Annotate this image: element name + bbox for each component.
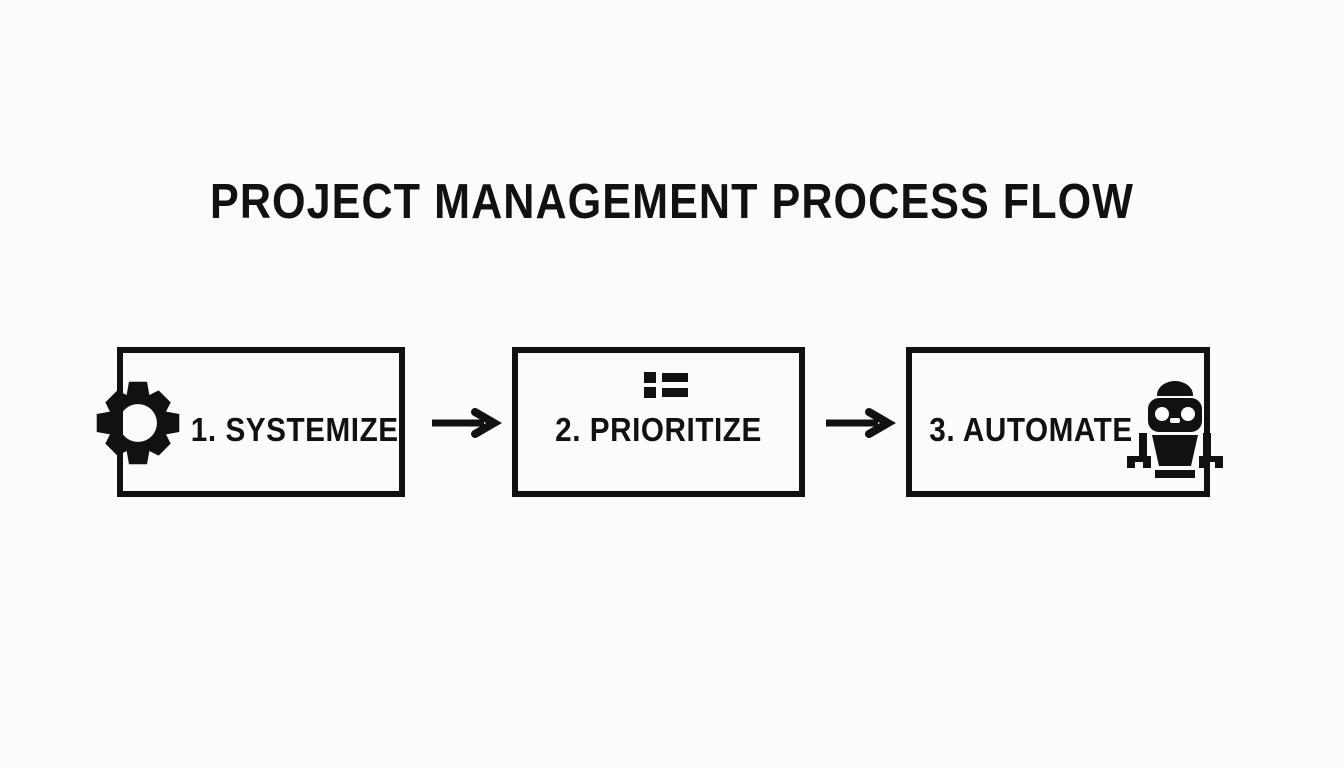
- step-box-prioritize[interactable]: 2. PRIORITIZE: [512, 347, 805, 497]
- process-flow-diagram: 1. SYSTEMIZE: [0, 347, 1344, 497]
- step-label-prioritize: 2. PRIORITIZE: [555, 411, 762, 448]
- gear-icon: [95, 380, 181, 466]
- page-title: PROJECT MANAGEMENT PROCESS FLOW: [210, 175, 1134, 229]
- step-box-automate[interactable]: 3. AUTOMATE: [906, 347, 1223, 497]
- arrow-right-icon-2: [826, 408, 896, 438]
- step-label-systemize: 1. SYSTEMIZE: [190, 411, 399, 448]
- step-label-automate: 3. AUTOMATE: [929, 411, 1133, 448]
- arrow-right-icon-1: [432, 408, 502, 438]
- step-box-systemize[interactable]: 1. SYSTEMIZE: [117, 347, 405, 497]
- robot-icon: [1127, 378, 1223, 479]
- list-icon: [644, 371, 688, 399]
